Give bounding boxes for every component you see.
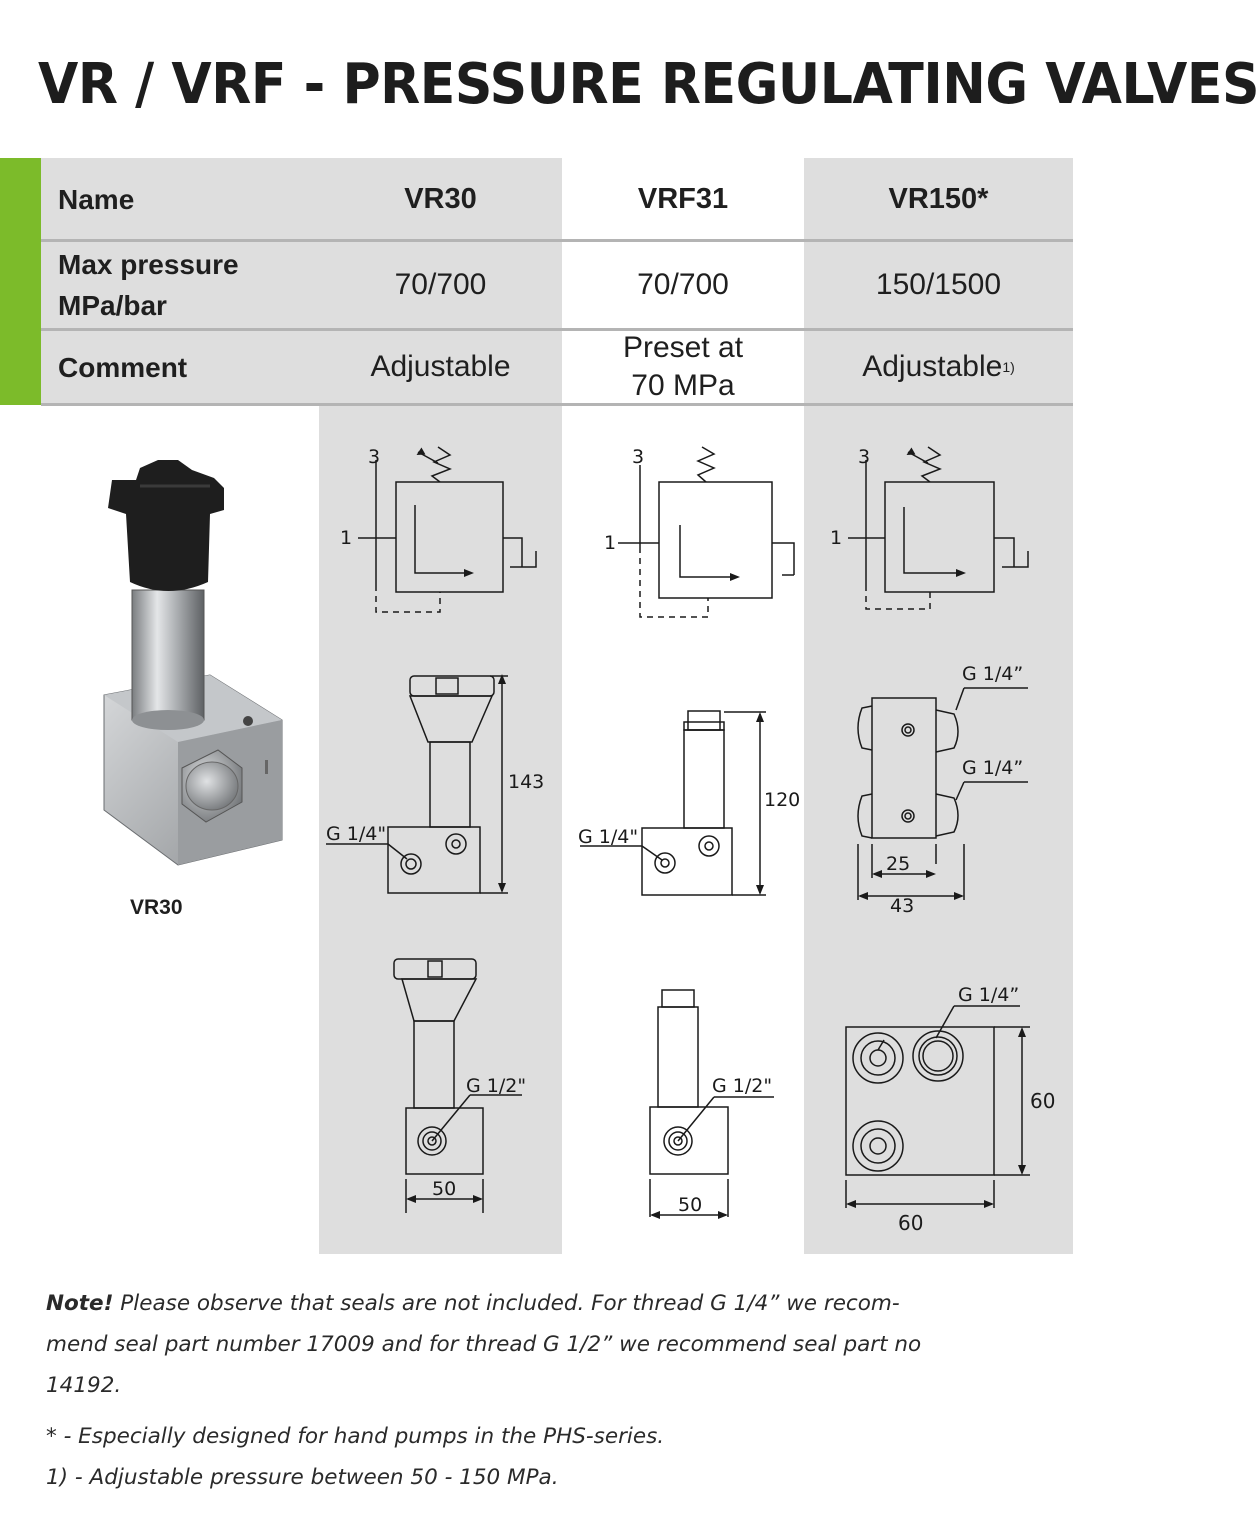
pressure-vr150: 150/1500 [875,268,1002,301]
footnote-1: 1) - Adjustable pressure between 50 - 15… [46,1465,559,1490]
footnote-marker: 1) [1002,359,1015,375]
comment-line: Preset at [622,331,744,364]
vrf31-side-view: G 1/4" 120 [578,710,800,896]
label-line: MPa/bar [58,290,167,321]
dimension-label: 120 [764,789,800,811]
port-label: 3 [368,446,380,468]
vr30-product-photo [103,460,283,866]
port-label: 1 [604,532,616,554]
vr150-side-view: G 1/4” G 1/4” 25 43 [857,663,1028,917]
vr150-hydraulic-symbol: 3 1 [830,446,1029,610]
vr30-front-view: G 1/2" 50 [393,958,526,1213]
thread-label: G 1/2" [466,1075,526,1097]
label-line: Max pressure [58,249,239,280]
header-vrf31: VRF31 [637,183,729,215]
row-label-name: Name [58,184,135,215]
comment-line: 70 MPa [631,369,735,402]
comment-text: Adjustable [862,350,1003,383]
note-paragraph: Note! Please observe that seals are not … [46,1283,986,1324]
port-label: 3 [858,446,870,468]
comment-vr30: Adjustable [370,350,511,383]
pressure-vr30: 70/700 [394,268,487,301]
note-line: mend seal part number 17009 and for thre… [46,1332,922,1357]
thread-label: G 1/4” [962,757,1023,779]
thread-label: G 1/4" [326,823,386,845]
label-column-bg [41,158,319,405]
thread-label: G 1/4" [578,826,638,848]
thread-label: G 1/2" [712,1075,772,1097]
vr150-front-view: G 1/4” 60 60 [845,984,1055,1235]
dimension-label: 60 [1030,1089,1055,1113]
dimension-label: 43 [890,895,914,917]
comment-vrf31: Preset at 70 MPa [562,331,804,403]
dimension-label: 143 [508,771,544,793]
footnote-star: * - Especially designed for hand pumps i… [46,1424,665,1449]
dimension-label: 50 [678,1194,702,1216]
vrf31-hydraulic-symbol: 3 1 [604,446,795,618]
port-label: 1 [830,527,842,549]
row-divider [41,328,1073,331]
thread-label: G 1/4” [958,984,1019,1006]
note-text: Please observe that seals are not includ… [113,1291,900,1316]
thread-label: G 1/4” [962,663,1023,685]
dimension-label: 60 [898,1211,923,1235]
dimension-label: 25 [886,853,910,875]
row-divider [41,239,1073,242]
page-title: VR / VRF - PRESSURE REGULATING VALVES [38,52,1259,117]
photo-caption: VR30 [130,896,183,919]
vr30-hydraulic-symbol: 3 1 [340,446,537,613]
header-vr30: VR30 [404,183,477,215]
green-accent-bar [0,158,41,405]
port-label: 3 [632,446,644,468]
port-label: 1 [340,527,352,549]
pressure-vrf31: 70/700 [637,268,729,301]
note-line: 14192. [46,1373,122,1398]
vrf31-front-view: G 1/2" 50 [649,989,774,1219]
vr30-side-view: G 1/4" 143 [326,674,544,894]
notes-section: Note! Please observe that seals are not … [46,1283,986,1498]
row-label-max-pressure: Max pressure MPa/bar [58,242,313,328]
vr30-column-bg [319,158,562,1254]
row-divider [41,403,1073,406]
dimension-label: 50 [432,1178,456,1200]
header-vr150: VR150* [888,183,989,215]
row-label-comment: Comment [58,351,188,383]
note-label: Note! [46,1291,114,1316]
